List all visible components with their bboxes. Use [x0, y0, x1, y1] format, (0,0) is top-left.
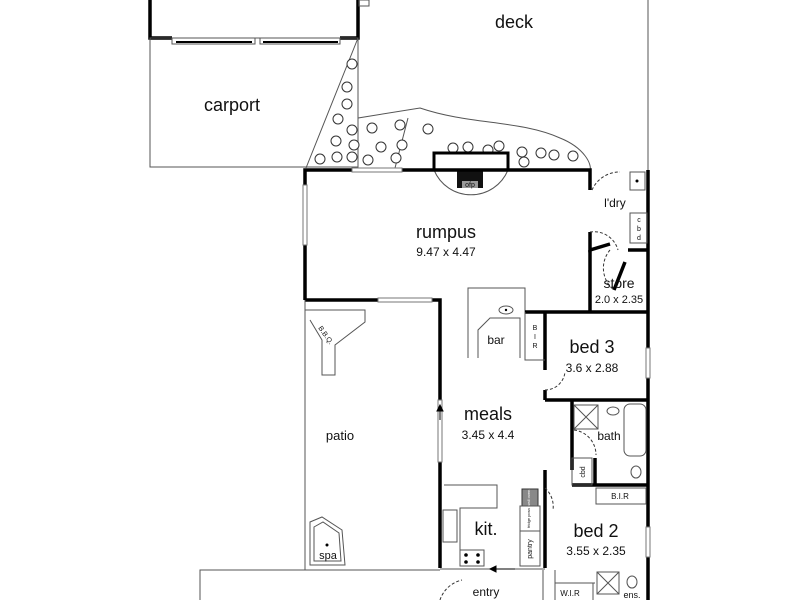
cbd-letter: c [637, 217, 641, 224]
meals-dims: 3.45 x 4.4 [462, 428, 515, 442]
cupboard [571, 457, 593, 486]
shrub-icon [396, 139, 408, 151]
bath-basin [606, 406, 620, 416]
spa [309, 516, 346, 566]
bed2-robe [595, 487, 647, 505]
kitchen-label: kit. [474, 519, 497, 539]
shrub-icon [422, 123, 434, 135]
shrub-icon [331, 151, 343, 163]
shrub-icon [314, 153, 326, 165]
shrub-icon [548, 149, 560, 161]
laundry-cupboard [629, 212, 648, 244]
rumpus-label: rumpus [416, 222, 476, 242]
wir-label: W.I.R [560, 589, 580, 598]
bar-label: bar [487, 333, 504, 347]
shrub-icon [341, 81, 353, 93]
laundry-label: l'dry [604, 196, 626, 210]
shrub-icon [362, 154, 374, 166]
shrub-icon [390, 152, 402, 164]
shrub-icon [346, 58, 358, 70]
bath-label: bath [597, 429, 620, 443]
toilet [630, 465, 642, 479]
fireplace-hearth [432, 151, 510, 172]
garage-walls [148, 0, 370, 45]
cbd-label: cbd [580, 466, 587, 477]
arrow-icon [488, 565, 515, 573]
shrub-icon [462, 141, 474, 153]
laundry-sink [629, 171, 646, 191]
patio-label: patio [326, 428, 354, 443]
shrub-icon [330, 135, 342, 147]
spa-label: spa [319, 550, 338, 562]
shrub-icon [567, 150, 579, 162]
shrub-icon [535, 147, 547, 159]
shrub-icon [341, 98, 353, 110]
rumpus-walls [302, 167, 650, 600]
shrub-icon [346, 124, 358, 136]
bed3-dims: 3.6 x 2.88 [566, 361, 619, 375]
ofp-label: ofp [465, 182, 475, 189]
shrub-icon [366, 122, 378, 134]
ensuite-shower [596, 571, 620, 595]
deck-outline [357, 38, 591, 171]
cooktop [459, 549, 485, 567]
shrub-icon [493, 140, 505, 152]
shrubs [314, 58, 579, 168]
bar-sink [498, 305, 514, 315]
ensuite-toilet [626, 575, 638, 589]
deck-label: deck [495, 12, 534, 32]
pantry-label: pantry [527, 539, 534, 559]
bed3-label: bed 3 [569, 337, 614, 357]
store-label: store [603, 275, 634, 291]
entry-label: entry [473, 585, 500, 599]
kitchen-sink [442, 509, 458, 543]
fridge-label: fridge posn [526, 508, 531, 528]
bar-counter [467, 287, 526, 358]
bir-letter: I [534, 334, 536, 341]
meals-label: meals [464, 404, 512, 424]
front-porch [199, 569, 440, 600]
shower [573, 404, 599, 430]
shrub-icon [348, 139, 360, 151]
shrub-icon [332, 113, 344, 125]
arrow-icon [436, 403, 444, 420]
bir-bed2-label: B.I.R [611, 492, 629, 501]
bir-letter: R [532, 343, 537, 350]
ensuite-label: ens. [623, 590, 640, 600]
shrub-icon [375, 141, 387, 153]
cbd-letter: d [637, 235, 641, 242]
shrub-icon [346, 151, 358, 163]
shrub-icon [518, 156, 530, 168]
cbd-letter: b [637, 226, 641, 233]
bed2-dims: 3.55 x 2.35 [566, 544, 626, 558]
bbq-bench [305, 309, 366, 376]
carport-label: carport [204, 95, 260, 115]
shrub-icon [394, 119, 406, 131]
bed2-label: bed 2 [573, 521, 618, 541]
rumpus-dims: 9.47 x 4.47 [416, 245, 476, 259]
kitchen-bench [444, 484, 498, 552]
pantry [519, 530, 541, 567]
wall-oven-label: wall oven [526, 490, 531, 507]
shrub-icon [516, 146, 528, 158]
store-dims: 2.0 x 2.35 [595, 294, 643, 306]
bathtub [623, 403, 647, 457]
bir-letter: B [533, 325, 538, 332]
